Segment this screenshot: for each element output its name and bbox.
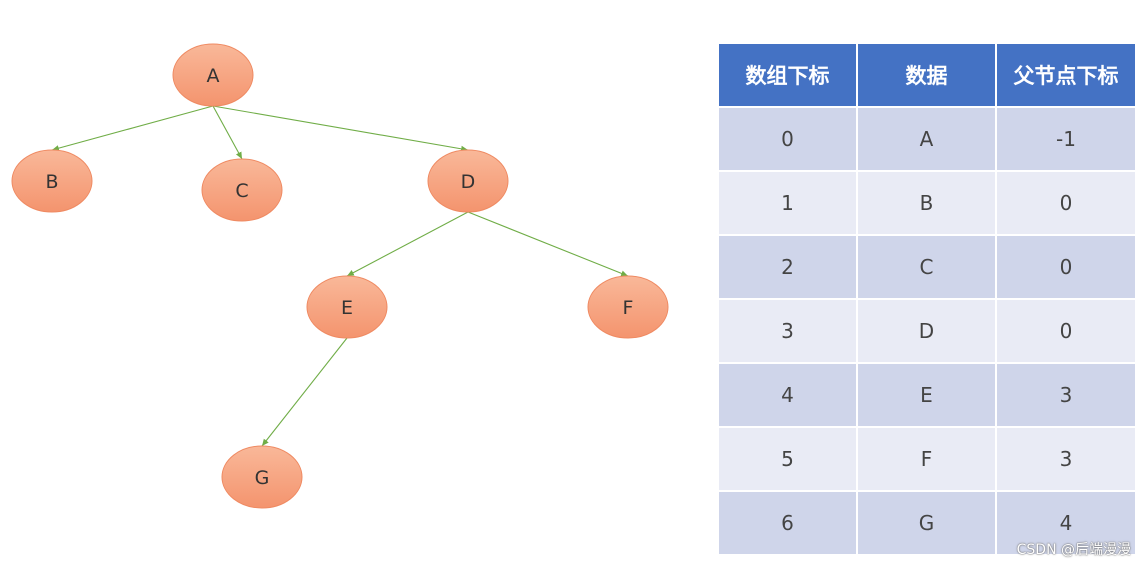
tree-node-f: F <box>587 275 669 339</box>
node-label: C <box>235 180 248 202</box>
table-row: 3 D 0 <box>717 298 1137 364</box>
parent-index-table: 数组下标 数据 父节点下标 0 A -1 1 B 0 2 C 0 3 D 0 4… <box>717 42 1137 556</box>
table-row: 5 F 3 <box>717 426 1137 492</box>
node-label: A <box>207 65 220 87</box>
cell-index: 4 <box>717 362 858 428</box>
cell-index: 6 <box>717 490 858 556</box>
node-ellipse <box>427 149 509 213</box>
edge-a-d <box>212 105 469 152</box>
cell-parent-index: 4 <box>995 490 1137 556</box>
node-ellipse <box>172 43 254 107</box>
header-parent-index: 父节点下标 <box>995 42 1137 108</box>
csdn-watermark: CSDN @后端漫漫 <box>1016 542 1131 558</box>
node-ellipse <box>587 275 669 339</box>
edge-d-f <box>467 211 629 277</box>
cell-parent-index: 3 <box>995 362 1137 428</box>
cell-parent-index: 3 <box>995 426 1137 492</box>
node-ellipse <box>201 158 283 222</box>
node-label: F <box>623 297 634 319</box>
node-ellipse <box>306 275 388 339</box>
cell-data: A <box>856 106 997 172</box>
table-row: 2 C 0 <box>717 234 1137 300</box>
table-row: 0 A -1 <box>717 106 1137 172</box>
header-index: 数组下标 <box>717 42 858 108</box>
tree-node-c: C <box>201 158 283 222</box>
table-row: 6 G 4 <box>717 490 1137 556</box>
cell-data: D <box>856 298 997 364</box>
table-row: 4 E 3 <box>717 362 1137 428</box>
cell-data: G <box>856 490 997 556</box>
node-label: D <box>461 171 476 193</box>
edges-layer <box>51 105 629 447</box>
tree-node-g: G <box>221 445 303 509</box>
tree-diagram: A B C D E F G <box>11 43 669 509</box>
cell-data: B <box>856 170 997 236</box>
cell-index: 3 <box>717 298 858 364</box>
node-label: E <box>341 297 353 319</box>
cell-parent-index: 0 <box>995 170 1137 236</box>
cell-parent-index: -1 <box>995 106 1137 172</box>
cell-data: F <box>856 426 997 492</box>
table-row: 1 B 0 <box>717 170 1137 236</box>
edge-d-e <box>346 211 469 277</box>
header-data: 数据 <box>856 42 997 108</box>
cell-parent-index: 0 <box>995 298 1137 364</box>
node-ellipse <box>221 445 303 509</box>
cell-index: 1 <box>717 170 858 236</box>
nodes-layer: A B C D E F G <box>11 43 669 509</box>
tree-node-a: A <box>172 43 254 107</box>
node-label: B <box>45 171 58 193</box>
tree-node-e: E <box>306 275 388 339</box>
cell-index: 0 <box>717 106 858 172</box>
cell-index: 2 <box>717 234 858 300</box>
tree-node-d: D <box>427 149 509 213</box>
node-label: G <box>255 467 270 489</box>
edge-a-c <box>212 105 243 160</box>
cell-data: C <box>856 234 997 300</box>
edge-a-b <box>51 105 214 152</box>
table-header-row: 数组下标 数据 父节点下标 <box>717 42 1137 108</box>
node-ellipse <box>11 149 93 213</box>
cell-data: E <box>856 362 997 428</box>
cell-index: 5 <box>717 426 858 492</box>
edge-e-g <box>261 337 348 447</box>
tree-node-b: B <box>11 149 93 213</box>
cell-parent-index: 0 <box>995 234 1137 300</box>
